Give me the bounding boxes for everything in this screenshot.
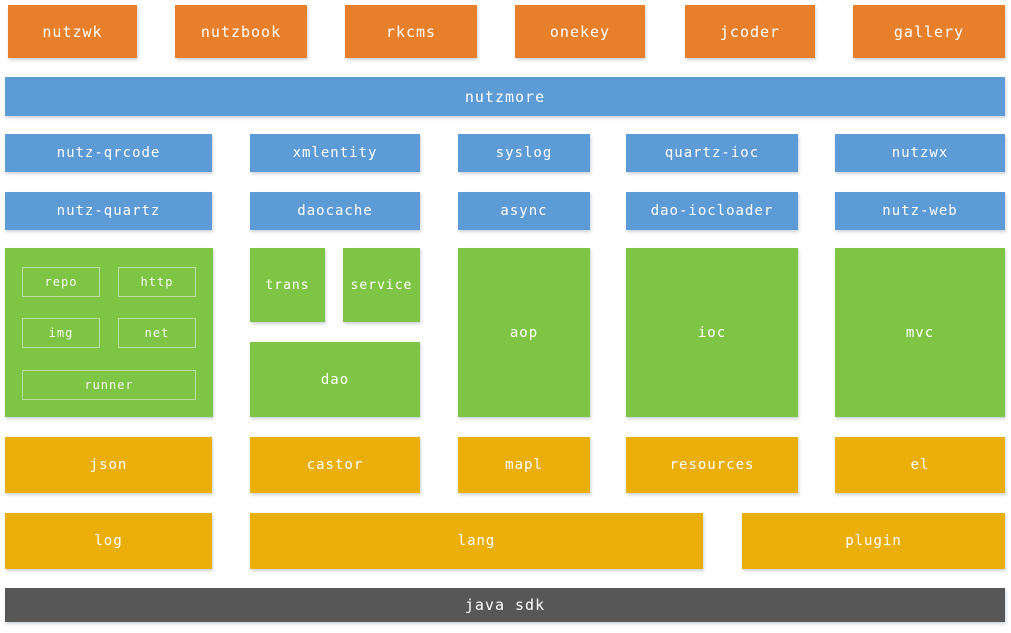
module-box-nutz-qrcode: nutz-qrcode	[5, 134, 212, 172]
module-box-daocache: daocache	[250, 192, 420, 230]
module-box-quartz-ioc: quartz-ioc	[626, 134, 798, 172]
core-box-mvc: mvc	[835, 248, 1005, 417]
app-box-jcoder: jcoder	[685, 5, 815, 58]
app-box-gallery: gallery	[853, 5, 1005, 58]
module-box-xmlentity: xmlentity	[250, 134, 420, 172]
module-box-dao-iocloader: dao-iocloader	[626, 192, 798, 230]
base-box-log: log	[5, 513, 212, 569]
core-tool-img: img	[22, 318, 100, 348]
core-tool-net: net	[118, 318, 196, 348]
module-box-nutz-quartz: nutz-quartz	[5, 192, 212, 230]
app-box-nutzwk: nutzwk	[8, 5, 137, 58]
util-box-el: el	[835, 437, 1005, 493]
core-box-service: service	[343, 248, 420, 322]
core-tools-group: repo http img net runner	[5, 248, 213, 417]
util-box-castor: castor	[250, 437, 420, 493]
app-box-nutzbook: nutzbook	[175, 5, 307, 58]
module-box-syslog: syslog	[458, 134, 590, 172]
core-box-trans: trans	[250, 248, 325, 322]
module-box-nutzwx: nutzwx	[835, 134, 1005, 172]
base-box-plugin: plugin	[742, 513, 1005, 569]
util-box-resources: resources	[626, 437, 798, 493]
core-box-dao: dao	[250, 342, 420, 417]
core-box-ioc: ioc	[626, 248, 798, 417]
platform-bar-java-sdk: java sdk	[5, 588, 1005, 622]
core-tool-repo: repo	[22, 267, 100, 297]
module-box-async: async	[458, 192, 590, 230]
util-box-json: json	[5, 437, 212, 493]
core-tool-http: http	[118, 267, 196, 297]
base-box-lang: lang	[250, 513, 703, 569]
app-box-onekey: onekey	[515, 5, 645, 58]
app-box-rkcms: rkcms	[345, 5, 477, 58]
core-box-aop: aop	[458, 248, 590, 417]
core-tool-runner: runner	[22, 370, 196, 400]
nutzmore-bar: nutzmore	[5, 77, 1005, 116]
module-box-nutz-web: nutz-web	[835, 192, 1005, 230]
util-box-mapl: mapl	[458, 437, 590, 493]
